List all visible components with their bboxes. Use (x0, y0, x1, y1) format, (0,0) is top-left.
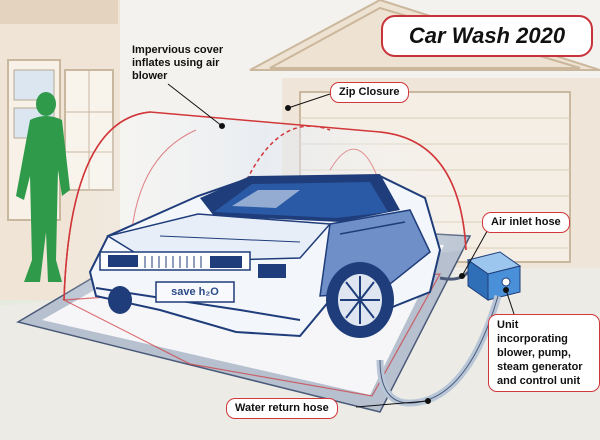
water-return-label: Water return hose (226, 398, 338, 419)
license-plate (155, 281, 235, 303)
zip-closure-label: Zip Closure (330, 82, 409, 103)
air-inlet-hose (439, 270, 470, 281)
unit-label: Unit incorporating blower, pump, steam g… (488, 314, 600, 392)
title-box: Car Wash 2020 (381, 15, 593, 57)
cover-label: Impervious cover inflates using air blow… (132, 44, 224, 82)
zip-closure-line (209, 125, 331, 301)
person-silhouette (16, 92, 70, 282)
car (88, 174, 442, 338)
front-wheel (108, 286, 132, 314)
license-plate-text: save h₂O (171, 286, 219, 298)
control-unit (466, 251, 522, 301)
air-inlet-label: Air inlet hose (482, 212, 570, 233)
callout-leaders (167, 83, 515, 408)
diagram-title: Car Wash 2020 (408, 23, 566, 48)
